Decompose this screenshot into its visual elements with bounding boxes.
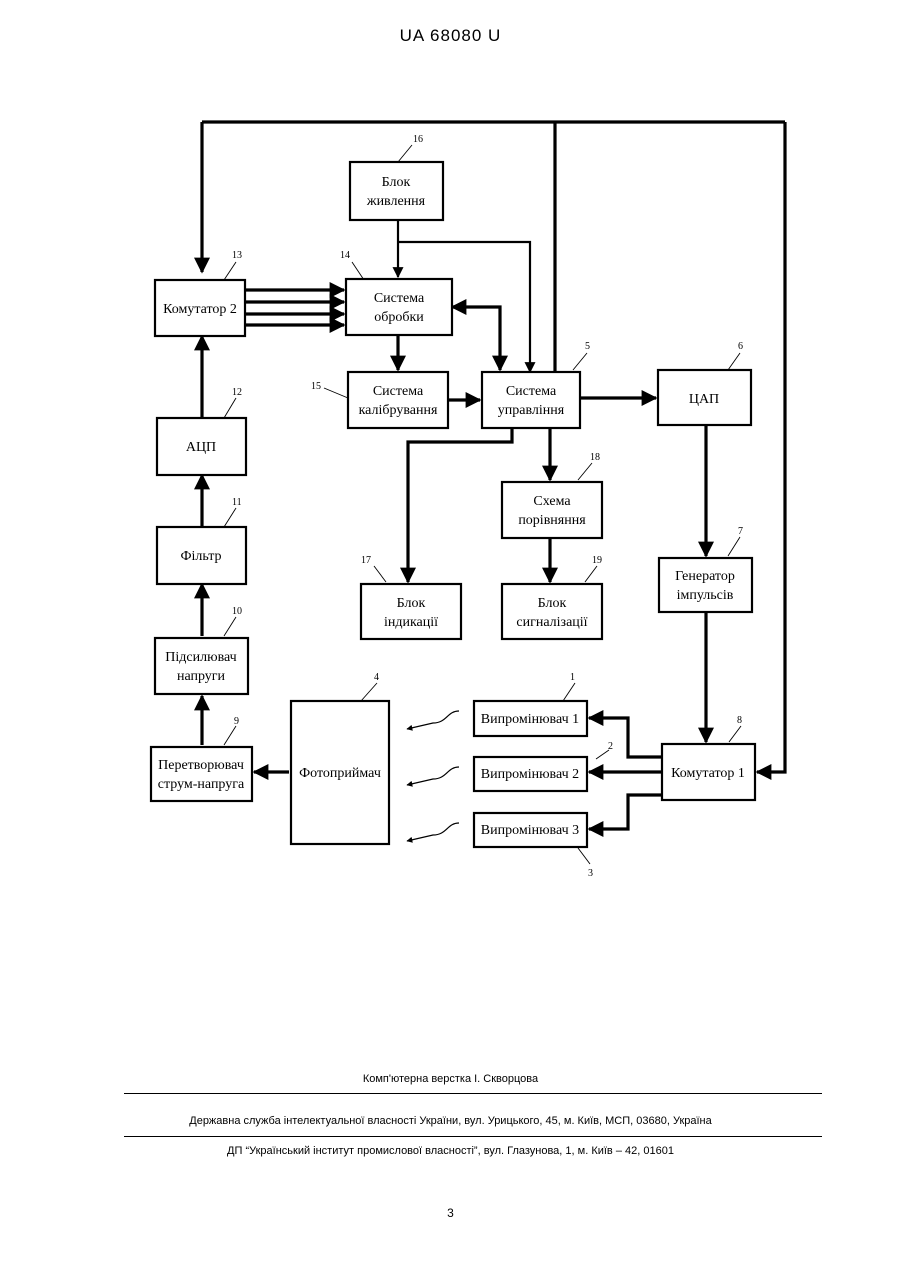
footer-divider-1 bbox=[124, 1093, 822, 1094]
svg-text:11: 11 bbox=[232, 497, 242, 508]
svg-text:4: 4 bbox=[374, 672, 379, 683]
radiation-icon-1 bbox=[407, 711, 459, 729]
svg-text:15: 15 bbox=[311, 381, 321, 392]
line-bus-to-switch1 bbox=[757, 122, 785, 772]
block-signaling: Блок сигналізації 19 bbox=[502, 555, 602, 639]
svg-text:ЦАП: ЦАП bbox=[689, 392, 719, 407]
svg-text:8: 8 bbox=[737, 715, 742, 726]
svg-text:17: 17 bbox=[361, 555, 371, 566]
block-switch-2: Комутатор 2 13 bbox=[155, 250, 245, 336]
svg-text:Підсилювач: Підсилювач bbox=[165, 650, 236, 665]
svg-text:10: 10 bbox=[232, 606, 242, 617]
line-processing-control bbox=[452, 307, 500, 370]
line-control-indication bbox=[408, 428, 512, 582]
block-power-supply: Блок живлення 16 bbox=[350, 134, 443, 220]
svg-text:3: 3 bbox=[588, 868, 593, 879]
svg-text:імпульсів: імпульсів bbox=[677, 588, 734, 603]
block-dac: ЦАП 6 bbox=[658, 341, 751, 425]
block-indication: Блок індикації 17 bbox=[361, 555, 461, 639]
svg-text:напруги: напруги bbox=[177, 669, 226, 684]
line-switch1-emitter1 bbox=[589, 718, 662, 757]
svg-text:Блок: Блок bbox=[397, 596, 426, 611]
svg-text:Випромінювач 3: Випромінювач 3 bbox=[481, 823, 579, 838]
block-comparison-circuit: Схема порівняння 18 bbox=[502, 452, 602, 538]
svg-text:індикації: індикації bbox=[384, 615, 438, 630]
block-switch-1: Комутатор 1 8 bbox=[662, 715, 755, 800]
block-control-system: Система управління 5 bbox=[482, 341, 590, 428]
radiation-symbols bbox=[407, 711, 459, 841]
institute-address: ДП “Український інститут промислової вла… bbox=[0, 1145, 901, 1157]
radiation-icon-3 bbox=[407, 823, 459, 841]
svg-text:18: 18 bbox=[590, 452, 600, 463]
svg-text:Система: Система bbox=[506, 384, 557, 399]
agency-address: Державна служба інтелектуальної власност… bbox=[0, 1115, 901, 1127]
layout-credit: Комп'ютерна верстка І. Скворцова bbox=[0, 1073, 901, 1085]
svg-text:19: 19 bbox=[592, 555, 602, 566]
svg-text:Фотоприймач: Фотоприймач bbox=[299, 766, 381, 781]
svg-text:7: 7 bbox=[738, 526, 743, 537]
radiation-icon-2 bbox=[407, 767, 459, 785]
svg-text:16: 16 bbox=[413, 134, 423, 145]
svg-text:струм-напруга: струм-напруга bbox=[158, 777, 245, 792]
block-photodetector: Фотоприймач 4 bbox=[291, 672, 389, 844]
svg-text:13: 13 bbox=[232, 250, 242, 261]
svg-text:АЦП: АЦП bbox=[186, 440, 216, 455]
svg-text:Блок: Блок bbox=[538, 596, 567, 611]
svg-text:12: 12 bbox=[232, 387, 242, 398]
block-emitter-3: Випромінювач 3 3 bbox=[474, 813, 593, 879]
block-emitter-1: Випромінювач 1 1 bbox=[474, 672, 587, 736]
svg-text:9: 9 bbox=[234, 716, 239, 727]
footer-divider-2 bbox=[124, 1136, 822, 1137]
svg-text:Система: Система bbox=[373, 384, 424, 399]
svg-text:1: 1 bbox=[570, 672, 575, 683]
svg-text:Блок: Блок bbox=[382, 175, 411, 190]
svg-text:2: 2 bbox=[608, 741, 613, 752]
block-calibration-system: Система калібрування 15 bbox=[311, 372, 448, 428]
svg-text:14: 14 bbox=[340, 250, 350, 261]
svg-text:Випромінювач 2: Випромінювач 2 bbox=[481, 767, 579, 782]
block-emitter-2: Випромінювач 2 2 bbox=[474, 741, 613, 791]
svg-text:сигналізації: сигналізації bbox=[516, 615, 587, 630]
svg-text:Комутатор 2: Комутатор 2 bbox=[163, 302, 237, 317]
svg-text:Комутатор 1: Комутатор 1 bbox=[671, 766, 745, 781]
svg-text:Схема: Схема bbox=[533, 494, 571, 509]
svg-text:Генератор: Генератор bbox=[675, 569, 735, 584]
svg-text:живлення: живлення bbox=[366, 194, 426, 209]
svg-text:управління: управління bbox=[498, 403, 565, 418]
page-number: 3 bbox=[0, 1206, 901, 1220]
svg-text:6: 6 bbox=[738, 341, 743, 352]
svg-text:Система: Система bbox=[374, 291, 425, 306]
line-switch1-emitter3 bbox=[589, 795, 662, 829]
svg-text:Фільтр: Фільтр bbox=[180, 549, 221, 564]
svg-text:обробки: обробки bbox=[374, 310, 424, 325]
svg-text:5: 5 bbox=[585, 341, 590, 352]
svg-text:Випромінювач 1: Випромінювач 1 bbox=[481, 712, 579, 727]
block-processing-system: Система обробки 14 bbox=[340, 250, 452, 335]
svg-text:Перетворювач: Перетворювач bbox=[158, 758, 244, 773]
svg-text:калібрування: калібрування bbox=[359, 403, 438, 418]
svg-text:порівняння: порівняння bbox=[518, 513, 586, 528]
